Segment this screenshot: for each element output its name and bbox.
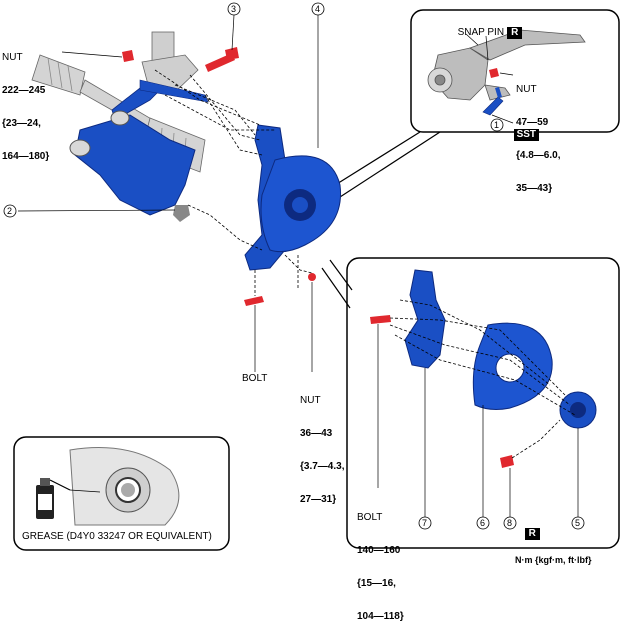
callout-3: 3: [231, 4, 237, 14]
callout-6: 6: [480, 518, 486, 528]
main-assembly: [17, 14, 342, 372]
replace-badge: R: [507, 27, 523, 39]
nut-title: NUT: [516, 84, 537, 95]
callout-4: 4: [315, 4, 321, 14]
units-label: N·m {kgf·m, ft·lbf}: [515, 555, 592, 565]
callout-1: 1: [494, 120, 500, 130]
nut-label-top-left: NUT 222—245 {23—24, 164—180}: [2, 30, 49, 173]
nut-label-inset: NUT 47—59 {4.8—6.0, 35—43}: [516, 62, 560, 205]
bolt-torque-nm: 140—160: [357, 545, 401, 556]
nut-torque-nm: 222—245: [2, 85, 46, 96]
nut-label-center: NUT 36—43 {3.7—4.3, 27—31}: [300, 373, 344, 516]
nut-torque-ftlbf: 35—43}: [516, 183, 553, 194]
callout-5: 5: [575, 518, 581, 528]
nut-title: NUT: [300, 395, 321, 406]
hub-inset: [321, 257, 620, 549]
nut-torque-ftlbf: 164—180}: [2, 151, 50, 162]
grease-can-icon: [36, 478, 71, 519]
bolt-torque-ftlbf: 104—118}: [357, 611, 404, 622]
nut-title: NUT: [2, 52, 23, 63]
nut-torque-kgf: {4.8—6.0,: [516, 150, 561, 161]
nut-torque-nm: 47—59: [516, 117, 549, 128]
grease-label: GREASE (D4Y0 33247 OR EQUIVALENT): [22, 531, 212, 542]
nut-torque-kgf: {23—24,: [2, 118, 41, 129]
replace-badge: R: [524, 528, 540, 540]
callout-8: 8: [507, 518, 513, 528]
nut-torque-nm: 36—43: [300, 428, 333, 439]
callout-7: 7: [422, 518, 428, 528]
part-8-badge: R: [516, 517, 540, 540]
bolt-torque-kgf: {15—16,: [357, 578, 396, 589]
snap-pin-title: SNAP PIN: [457, 27, 505, 38]
sst-badge: SST: [513, 129, 540, 141]
callout-2: 2: [7, 206, 13, 216]
bolt-title: BOLT: [357, 512, 383, 523]
exploded-view-diagram: 1 2 3 4 5 6 7 8 NUT 222—245 {23—24, 164—…: [2, 2, 620, 622]
sst-label: SST: [505, 118, 540, 141]
grease-inset: [13, 436, 230, 551]
bolt-label-inset: BOLT 140—160 {15—16, 104—118}: [357, 490, 404, 633]
nut-torque-kgf: {3.7—4.3,: [300, 461, 345, 472]
nut-torque-ftlbf: 27—31}: [300, 494, 337, 505]
bolt-label-center: BOLT: [242, 373, 268, 384]
